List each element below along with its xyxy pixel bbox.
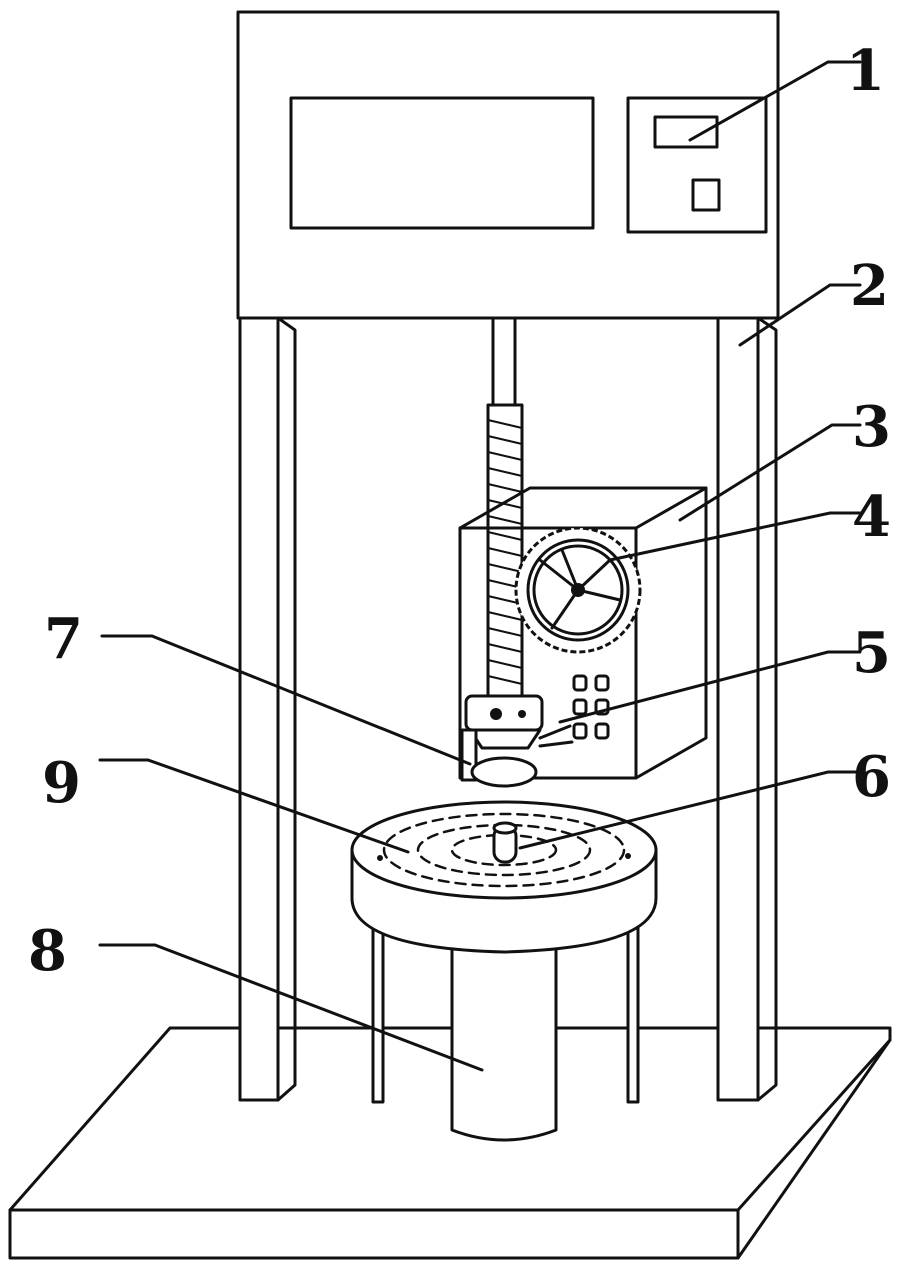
callout-2: 2 (850, 253, 889, 319)
callout-6: 6 (852, 744, 891, 810)
callout-labels: 1 2 3 4 5 6 7 9 8 (28, 38, 891, 984)
left-column (238, 316, 297, 1102)
callout-4: 4 (852, 484, 891, 550)
gear-dial (514, 526, 642, 654)
callout-3: 3 (852, 394, 891, 460)
display-window (289, 96, 595, 230)
power-switch (691, 178, 721, 212)
clamp-chuck (460, 694, 574, 782)
callout-9: 9 (42, 750, 81, 816)
callout-8: 8 (28, 918, 67, 984)
base-plate (8, 1026, 892, 1260)
support-cylinder (450, 938, 558, 1142)
button-grid (572, 674, 610, 740)
control-housing (236, 10, 780, 320)
readout-screen (653, 115, 719, 149)
sample-holder (492, 821, 518, 864)
leader-lines (98, 60, 862, 1072)
probe-disc (470, 756, 538, 788)
callout-7: 7 (44, 606, 83, 672)
callout-1: 1 (846, 38, 885, 104)
right-column (716, 316, 778, 1102)
callout-5: 5 (852, 620, 891, 686)
